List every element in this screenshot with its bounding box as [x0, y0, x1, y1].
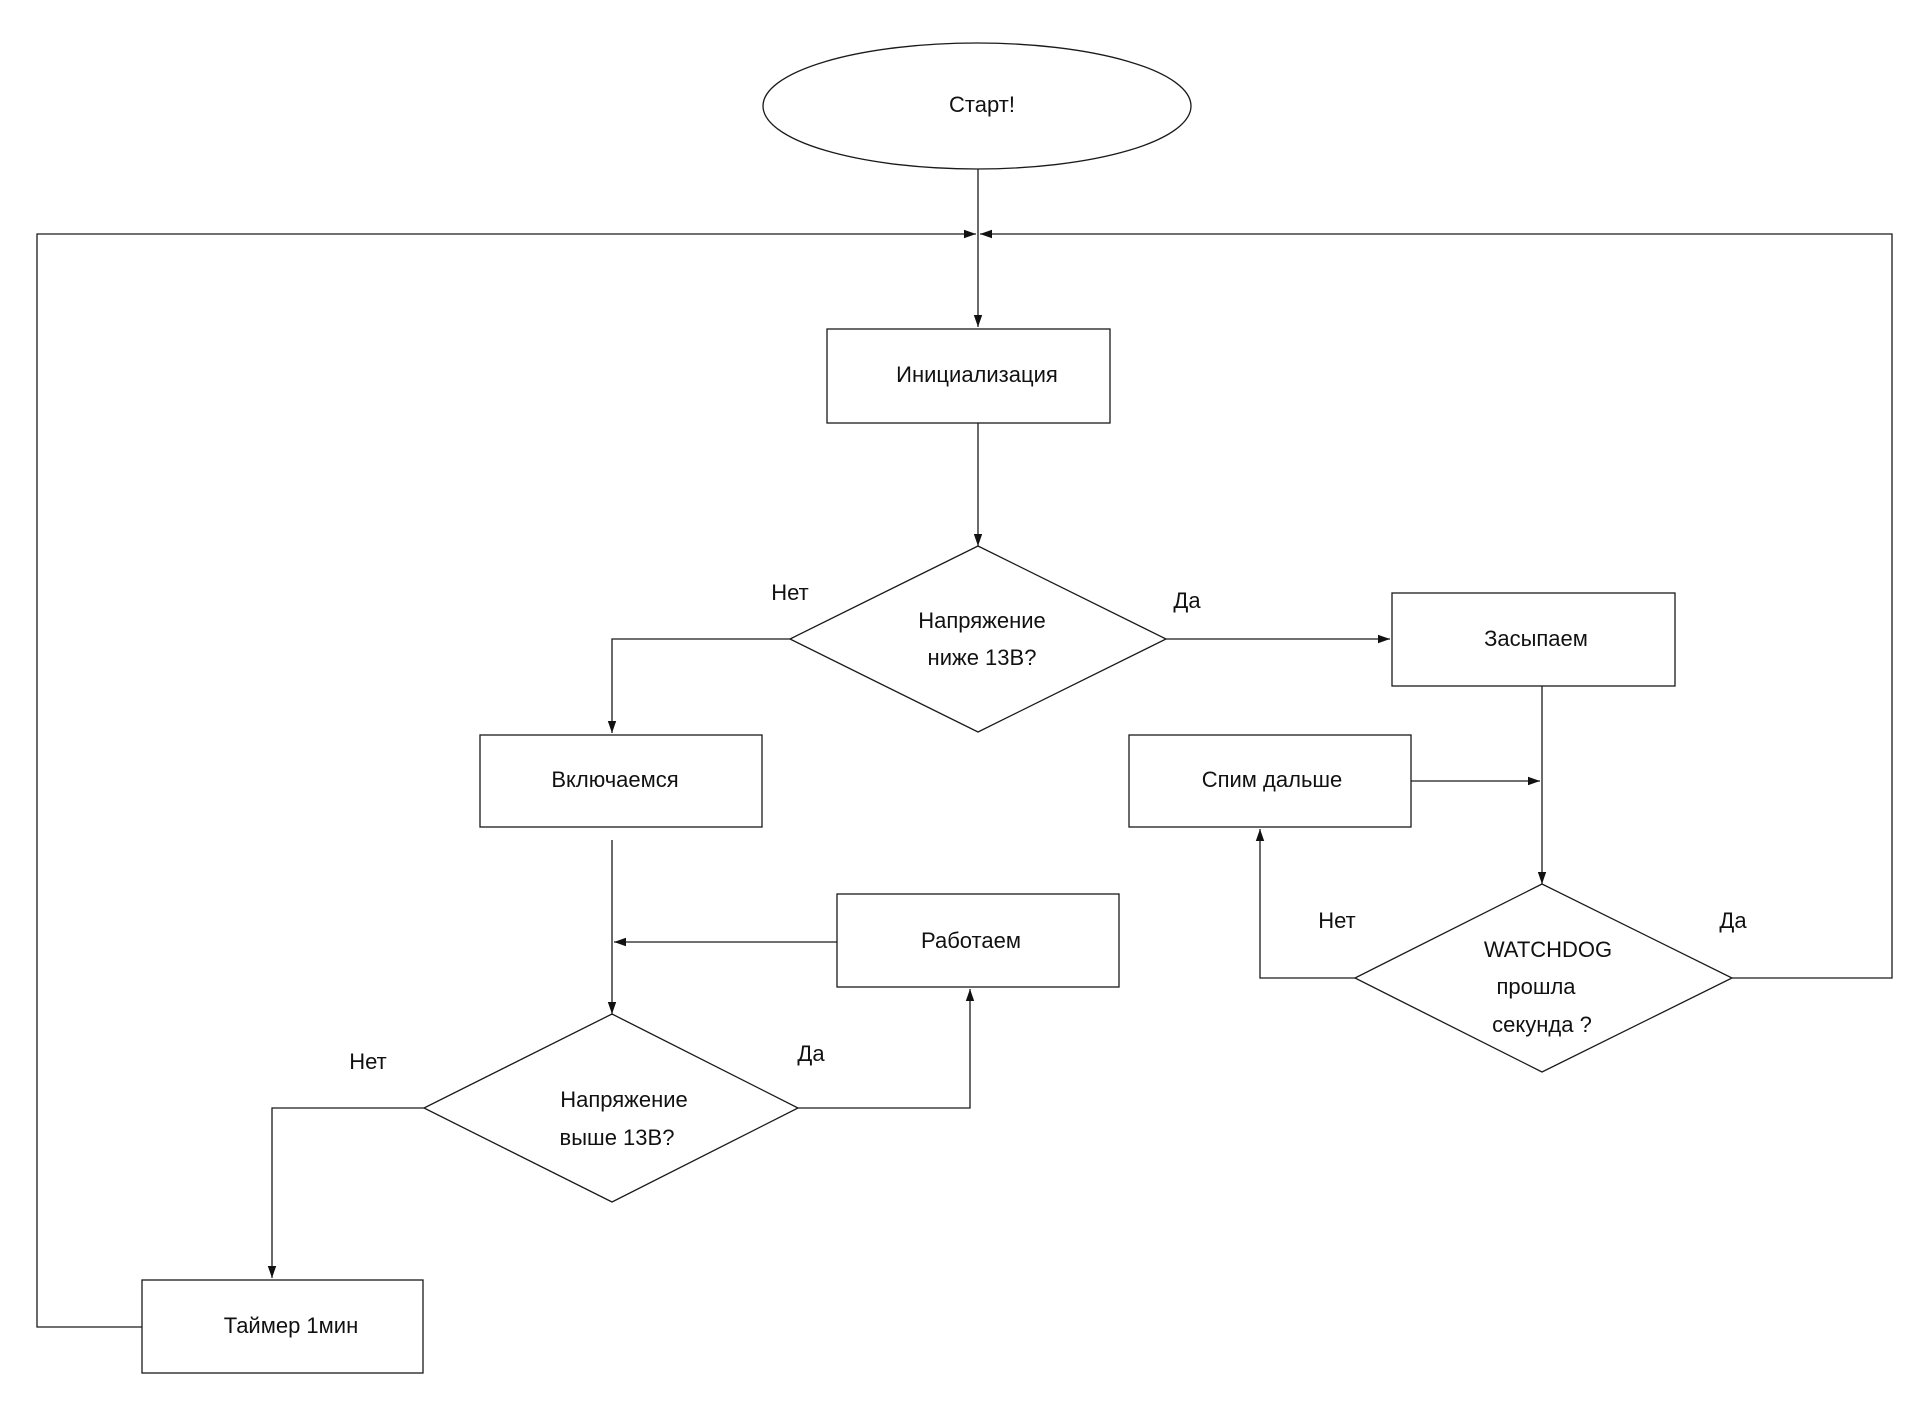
watchdog-diamond — [1353, 883, 1734, 1073]
check-high-no-label: Нет — [349, 1049, 386, 1074]
work-label: Работаем — [921, 928, 1021, 953]
power-on-label: Включаемся — [551, 767, 678, 792]
start-label: Старт! — [949, 92, 1015, 117]
node-power-on: Включаемся — [479, 734, 763, 828]
init-box — [826, 328, 1111, 424]
node-start: Старт! — [762, 42, 1192, 170]
start-terminator — [762, 42, 1192, 170]
check-low-no-label: Нет — [771, 580, 808, 605]
check-low-diamond — [788, 545, 1168, 733]
node-check-low: Напряжение ниже 13В? — [788, 545, 1168, 733]
node-sleep-more: Спим дальше — [1128, 734, 1412, 828]
edge-check-high-no — [267, 1107, 424, 1278]
power-on-box — [479, 734, 763, 828]
edge-watchdog-no — [1255, 829, 1355, 979]
edge-timer-to-init — [36, 229, 976, 1328]
sleep-box — [1391, 592, 1676, 687]
timer-box — [141, 1279, 424, 1374]
check-low-line2: ниже 13В? — [928, 645, 1037, 670]
work-box — [836, 893, 1120, 988]
sleep-more-box — [1128, 734, 1412, 828]
edge-check-low-no — [607, 638, 790, 733]
check-high-yes-label: Да — [797, 1041, 825, 1066]
edge-check-high-yes — [798, 989, 975, 1109]
node-sleep: Засыпаем — [1391, 592, 1676, 687]
edge-watchdog-yes-to-init — [980, 229, 1893, 979]
watchdog-line3: секунда ? — [1492, 1012, 1592, 1037]
init-label: Инициализация — [896, 362, 1058, 387]
watchdog-line2: прошла — [1496, 974, 1576, 999]
check-low-line1: Напряжение — [918, 608, 1046, 633]
node-watchdog: WATCHDOG прошла секунда ? — [1353, 883, 1734, 1073]
check-high-line2: выше 13В? — [560, 1125, 675, 1150]
check-high-line1: Напряжение — [560, 1087, 688, 1112]
node-check-high: Напряжение выше 13В? — [422, 1013, 800, 1203]
node-init: Инициализация — [826, 328, 1111, 424]
check-low-yes-label: Да — [1173, 588, 1201, 613]
node-timer: Таймер 1мин — [141, 1279, 424, 1374]
check-high-diamond — [422, 1013, 800, 1203]
sleep-label: Засыпаем — [1484, 626, 1588, 651]
watchdog-line1: WATCHDOG — [1484, 937, 1612, 962]
watchdog-no-label: Нет — [1318, 908, 1355, 933]
sleep-more-label: Спим дальше — [1202, 767, 1343, 792]
watchdog-yes-label: Да — [1719, 908, 1747, 933]
node-work: Работаем — [836, 893, 1120, 988]
timer-label: Таймер 1мин — [224, 1313, 358, 1338]
